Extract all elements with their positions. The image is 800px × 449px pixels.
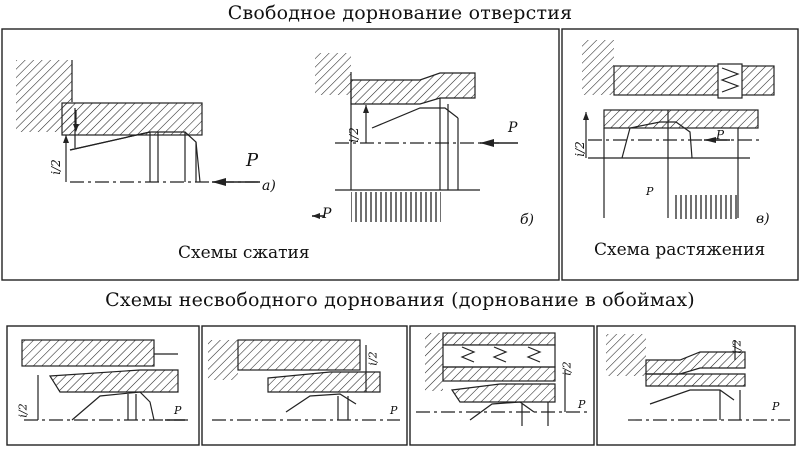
variant-label-b: б): [520, 212, 535, 228]
nonfree-scheme-1: [21, 339, 190, 421]
frame-tension: [561, 28, 799, 281]
scheme-v-spring-box: [717, 63, 743, 99]
frame-nonfree-4: [596, 325, 796, 446]
interference-label-v: i/2: [572, 141, 587, 157]
scheme-b-mandrel: [371, 107, 459, 129]
force-label-v: P: [716, 128, 725, 142]
force-label-n2: P: [390, 404, 398, 417]
scheme-v: [582, 40, 775, 219]
scheme-b-workpiece: [350, 72, 476, 105]
scheme-b-holder: [315, 53, 351, 95]
frame-nonfree-3: [409, 325, 595, 446]
tension-scheme-caption: Схема растяжения: [594, 240, 766, 260]
scheme-v-workpiece: [603, 109, 759, 129]
interference-label-b: i/2: [346, 127, 361, 143]
frame-nonfree-1: [6, 325, 200, 446]
compression-schemes-caption: Схемы сжатия: [178, 243, 310, 263]
frame-compression: [1, 28, 560, 281]
force-label-n3: P: [578, 398, 586, 411]
scheme-a-workpiece: [61, 102, 203, 136]
scheme-a: [16, 60, 260, 186]
frame-nonfree-2: [201, 325, 408, 446]
interference-label-n2: i/2: [366, 351, 380, 366]
nonfree-scheme-3: [416, 332, 590, 426]
nonfree-mandrelling-heading: Схемы несвободного дорнования (дорновани…: [105, 289, 695, 311]
force-label-b: P: [508, 120, 518, 136]
force-label-n1: P: [174, 404, 182, 417]
interference-label-a: i/2: [48, 159, 63, 175]
scheme-a-mandrel: [69, 131, 201, 183]
free-mandrelling-heading: Свободное дорнование отверстия: [227, 2, 573, 24]
scheme-b-support: [351, 192, 441, 222]
force-label-a: P: [246, 150, 259, 171]
scheme-v-mandrel: [621, 121, 693, 159]
scheme-b: [312, 53, 518, 222]
interference-label-n1: i/2: [16, 403, 30, 418]
scheme-v-holder-top: [613, 65, 775, 96]
variant-label-v: в): [756, 211, 770, 227]
nonfree-scheme-4: [606, 334, 790, 421]
force-label-b2: P: [322, 206, 332, 222]
scheme-v-holder: [582, 40, 614, 95]
variant-label-a: а): [262, 178, 276, 194]
interference-label-n4: i/2: [730, 339, 744, 354]
force-label-v2: P: [646, 185, 654, 198]
interference-label-n3: i/2: [560, 361, 574, 376]
force-label-n4: P: [772, 400, 780, 413]
scheme-v-support: [672, 195, 738, 219]
nonfree-scheme-2: [208, 339, 400, 421]
